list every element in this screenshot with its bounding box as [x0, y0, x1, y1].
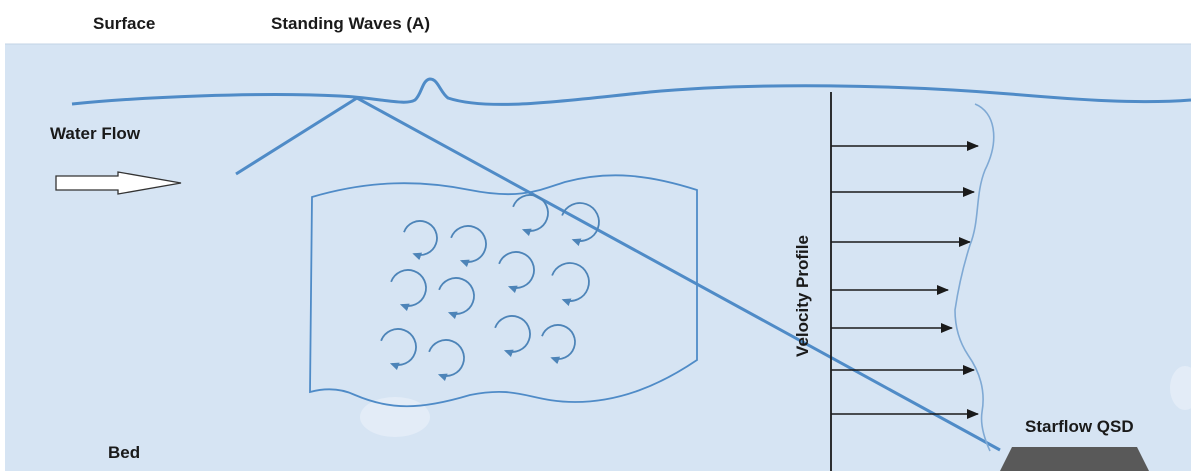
standing-wave-line: [235, 96, 1001, 452]
eddy-icon: [438, 277, 475, 320]
eddies: [380, 194, 600, 382]
turbulence-region: [309, 174, 698, 408]
surface-label: Surface: [93, 14, 156, 33]
eddy-icon: [390, 269, 427, 312]
eddy-icon: [551, 262, 590, 307]
bed-label: Bed: [108, 443, 141, 462]
velocity-profile-curve: [954, 103, 995, 452]
device-label: Starflow QSD: [1025, 417, 1134, 436]
starflow-device: [1000, 447, 1149, 471]
eddy-icon: [498, 251, 535, 294]
bed-shadow-right: [1170, 366, 1191, 410]
water-flow-label: Water Flow: [50, 124, 141, 143]
water-body: [5, 44, 1191, 471]
eddy-icon: [450, 225, 487, 268]
eddy-icon: [403, 220, 438, 261]
water-flow-arrow-icon: [55, 171, 182, 195]
velocity-arrows: [831, 141, 979, 419]
eddy-icon: [561, 202, 600, 247]
bed-shadow: [360, 397, 430, 437]
eddy-icon: [428, 339, 465, 382]
eddy-icon: [512, 194, 549, 237]
eddy-icon: [380, 328, 417, 371]
eddy-icon: [494, 315, 531, 358]
velocity-profile-label: Velocity Profile: [793, 235, 812, 357]
eddy-icon: [541, 324, 576, 365]
standing-waves-label: Standing Waves (A): [271, 14, 430, 33]
water-surface-line: [71, 77, 1191, 106]
